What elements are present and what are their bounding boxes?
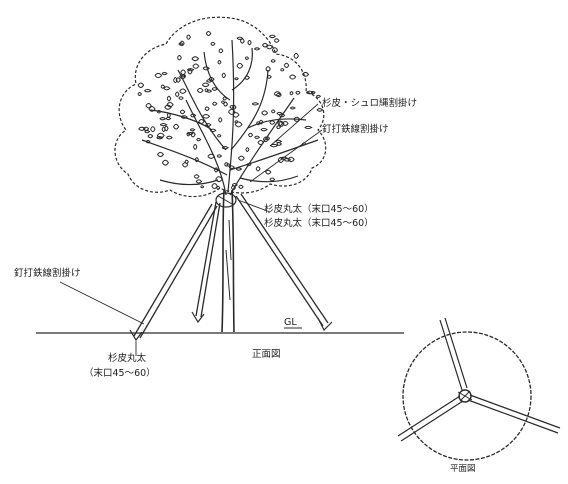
plan-view: 平面図 bbox=[397, 317, 561, 474]
label-log-1: 杉皮丸太（末口45～60） bbox=[264, 203, 374, 215]
tree-canopy bbox=[114, 16, 327, 198]
label-stake-2: （末口45～60） bbox=[84, 367, 156, 379]
tree-trunk bbox=[221, 189, 235, 333]
label-bark-palm-rope: 杉皮・シュロ縄割掛け bbox=[322, 97, 417, 109]
tree-branches bbox=[141, 39, 319, 196]
label-front-view: 正面図 bbox=[252, 349, 281, 360]
label-gl: GL bbox=[284, 317, 297, 328]
pole-feet bbox=[129, 311, 333, 342]
label-nail-wire-top: 釘打鉄線割掛け bbox=[322, 123, 389, 135]
support-poles bbox=[133, 192, 329, 339]
label-stake-1: 杉皮丸太 bbox=[108, 352, 147, 364]
label-nail-wire-left: 釘打鉄線割掛け bbox=[14, 267, 81, 279]
label-log-2: 杉皮丸太（末口45～60） bbox=[264, 217, 374, 229]
leader-lines bbox=[59, 103, 323, 356]
label-plan-view: 平面図 bbox=[450, 464, 476, 474]
